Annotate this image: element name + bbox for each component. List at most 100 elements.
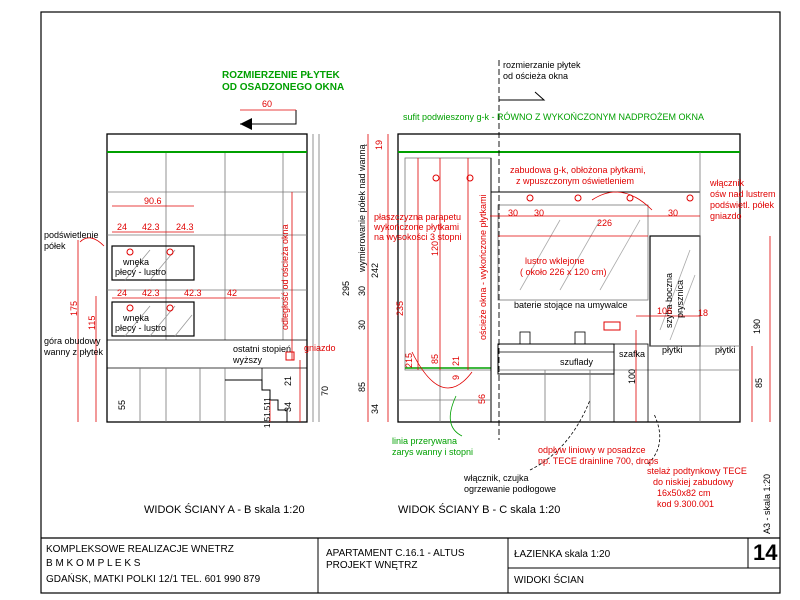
taps-note: baterie stojące na umywalce <box>514 300 628 310</box>
dim-18: 18 <box>698 308 709 318</box>
wall-bc-elevation <box>397 133 741 423</box>
dim-106: 106 <box>657 306 673 316</box>
dim-v34-bc: 34 <box>370 403 380 414</box>
cabinet-label: szafka <box>619 349 646 359</box>
tub-cover-label-1: góra obudowy <box>44 336 101 346</box>
dim-30b: 30 <box>534 208 545 218</box>
broken-line-note-2: zarys wanny i stopni <box>392 447 474 457</box>
dim-v30b: 30 <box>357 319 367 330</box>
shelf-light-label-1: podświetlenie <box>44 230 99 240</box>
dim-v235: 235 <box>395 300 405 316</box>
dim-v21: 21 <box>283 375 293 386</box>
room-label: ŁAZIENKA skala 1:20 <box>514 549 611 560</box>
tiles-label-1: płytki <box>662 345 683 355</box>
niche-2-label-a: wnęka <box>123 313 150 323</box>
niche-1-label-a: wnęka <box>123 257 150 267</box>
light-fixtures <box>126 174 694 361</box>
sheet-border <box>40 11 781 594</box>
window-edge-note: ościeże okna - wykończone płytkami <box>478 194 488 340</box>
section-arrow <box>499 91 546 101</box>
dim-row2-b: 42.3 <box>142 288 160 298</box>
wall-ab-title: WIDOK ŚCIANY A - B skala 1:20 <box>144 504 305 516</box>
parapet-note-1: płaszczyzna parapetu <box>374 212 462 222</box>
soffit-note: sufit podwieszony g-k - RÓWNO Z WYKOŃCZO… <box>403 112 705 122</box>
dim-row2-c: 42.3 <box>184 288 202 298</box>
green-heading-2: OD OSADZONEGO OKNA <box>222 82 345 93</box>
vertical-shelves-label: wymierowanie półek nad wanną <box>357 144 367 272</box>
section-arrow <box>240 110 297 125</box>
dim-v55: 55 <box>117 399 127 410</box>
wall-ab-elevation <box>106 133 320 423</box>
drain-note-1: odpływ liniowy w posadzce <box>538 445 646 455</box>
parapet-note-3: na wysokości 3 stopni <box>374 232 462 242</box>
dimensions-ab <box>77 109 301 422</box>
gk-note-2: z wpuszczonym oświetleniem <box>516 176 635 186</box>
sheet-format-label: A3 - skala 1:20 <box>762 473 772 534</box>
dim-v19: 19 <box>374 139 384 150</box>
window-distance-label: odległość od ościeża okna <box>280 224 290 330</box>
mirror-note-1: lustro wklejone <box>525 256 585 266</box>
sheet-number: 14 <box>753 540 778 565</box>
switch-note-3: podświetl. półek <box>710 200 775 210</box>
company-name: KOMPLEKSOWE REALIZACJE WNETRZ <box>46 544 234 555</box>
sheet-title: WIDOKI ŚCIAN <box>514 575 585 586</box>
glass-label-2: prysznica <box>675 279 685 318</box>
last-step-label-2: wyższy <box>233 355 262 365</box>
switch-note-1: włącznik <box>710 178 745 188</box>
niche-2-label-b: płecy - lustro <box>115 323 167 333</box>
broken-line-note-1: linia przerywana <box>392 436 458 446</box>
green-heading-1: ROZMIERZENIE PŁYTEK <box>222 70 340 81</box>
dim-steps-small: 1.51.511 <box>263 397 272 428</box>
dim-v175: 175 <box>69 300 79 316</box>
top-note-2: od ościeża okna <box>503 71 569 81</box>
dim-v34: 34 <box>283 401 293 412</box>
switch-note-4: gniazdo <box>710 211 742 221</box>
dimensions-bc <box>367 134 771 422</box>
leaders <box>449 395 463 437</box>
dim-v85-bc: 85 <box>357 381 367 392</box>
section-arrow-head <box>240 118 252 130</box>
dim-v85c: 85 <box>754 377 764 388</box>
dim-row2-d: 42 <box>227 288 238 298</box>
thermo-note-2: ogrzewanie podłogowe <box>464 484 557 494</box>
outlet-label: gniazdo <box>304 343 336 353</box>
dim-v70: 70 <box>320 385 330 396</box>
dim-v120: 120 <box>430 240 440 256</box>
project-name: APARTAMENT C.16.1 - ALTUS <box>326 548 465 559</box>
dim-v242: 242 <box>370 262 380 278</box>
dim-v56: 56 <box>477 393 487 404</box>
dim-90-6: 90.6 <box>144 196 162 206</box>
dim-v100: 100 <box>627 368 637 384</box>
dim-row2-a: 24 <box>117 288 128 298</box>
drawers-label: szuflady <box>560 357 594 367</box>
frame-note-1: stelaż podtynkowy TECE <box>647 466 747 476</box>
company-address: GDAŃSK, MATKI POLKI 12/1 TEL. 601 990 87… <box>46 574 261 585</box>
frame-note-3: 16x50x82 cm <box>657 488 711 498</box>
company-brand: B M K O M P L E K S <box>46 558 141 569</box>
drain-note-2: np. TECE drainline 700, drops <box>538 456 659 466</box>
dim-v190: 190 <box>752 318 762 334</box>
dim-row1-c: 24.3 <box>176 222 194 232</box>
niche-1-label-b: płecy - lustro <box>115 267 167 277</box>
dim-row1-b: 42.3 <box>142 222 160 232</box>
gk-note-1: zabudowa g-k, obłożona płytkami, <box>510 165 646 175</box>
tub-cover-label-2: wanny z płytek <box>44 347 104 357</box>
dim-60: 60 <box>262 99 273 109</box>
dim-row1-a: 24 <box>117 222 128 232</box>
dim-v215: 215 <box>404 352 414 368</box>
dim-v295: 295 <box>341 280 351 296</box>
dim-v21-bc: 21 <box>451 355 461 366</box>
tiles-label-2: płytki <box>715 345 736 355</box>
dim-v9: 9 <box>451 374 461 380</box>
dim-30c: 30 <box>668 208 679 218</box>
dim-v115: 115 <box>87 315 97 330</box>
last-step-label-1: ostatni stopień <box>233 344 292 354</box>
switch-note-2: ośw nad lustrem <box>710 189 776 199</box>
mirror-note-2: ( około 226 x 120 cm) <box>520 267 607 277</box>
dim-226: 226 <box>597 218 613 228</box>
thermo-note-1: włącznik, czujka <box>464 473 529 483</box>
dim-v30: 30 <box>357 285 367 296</box>
frame-note-4: kod 9.300.001 <box>657 499 715 509</box>
shelf-light-label-2: półek <box>44 241 66 251</box>
